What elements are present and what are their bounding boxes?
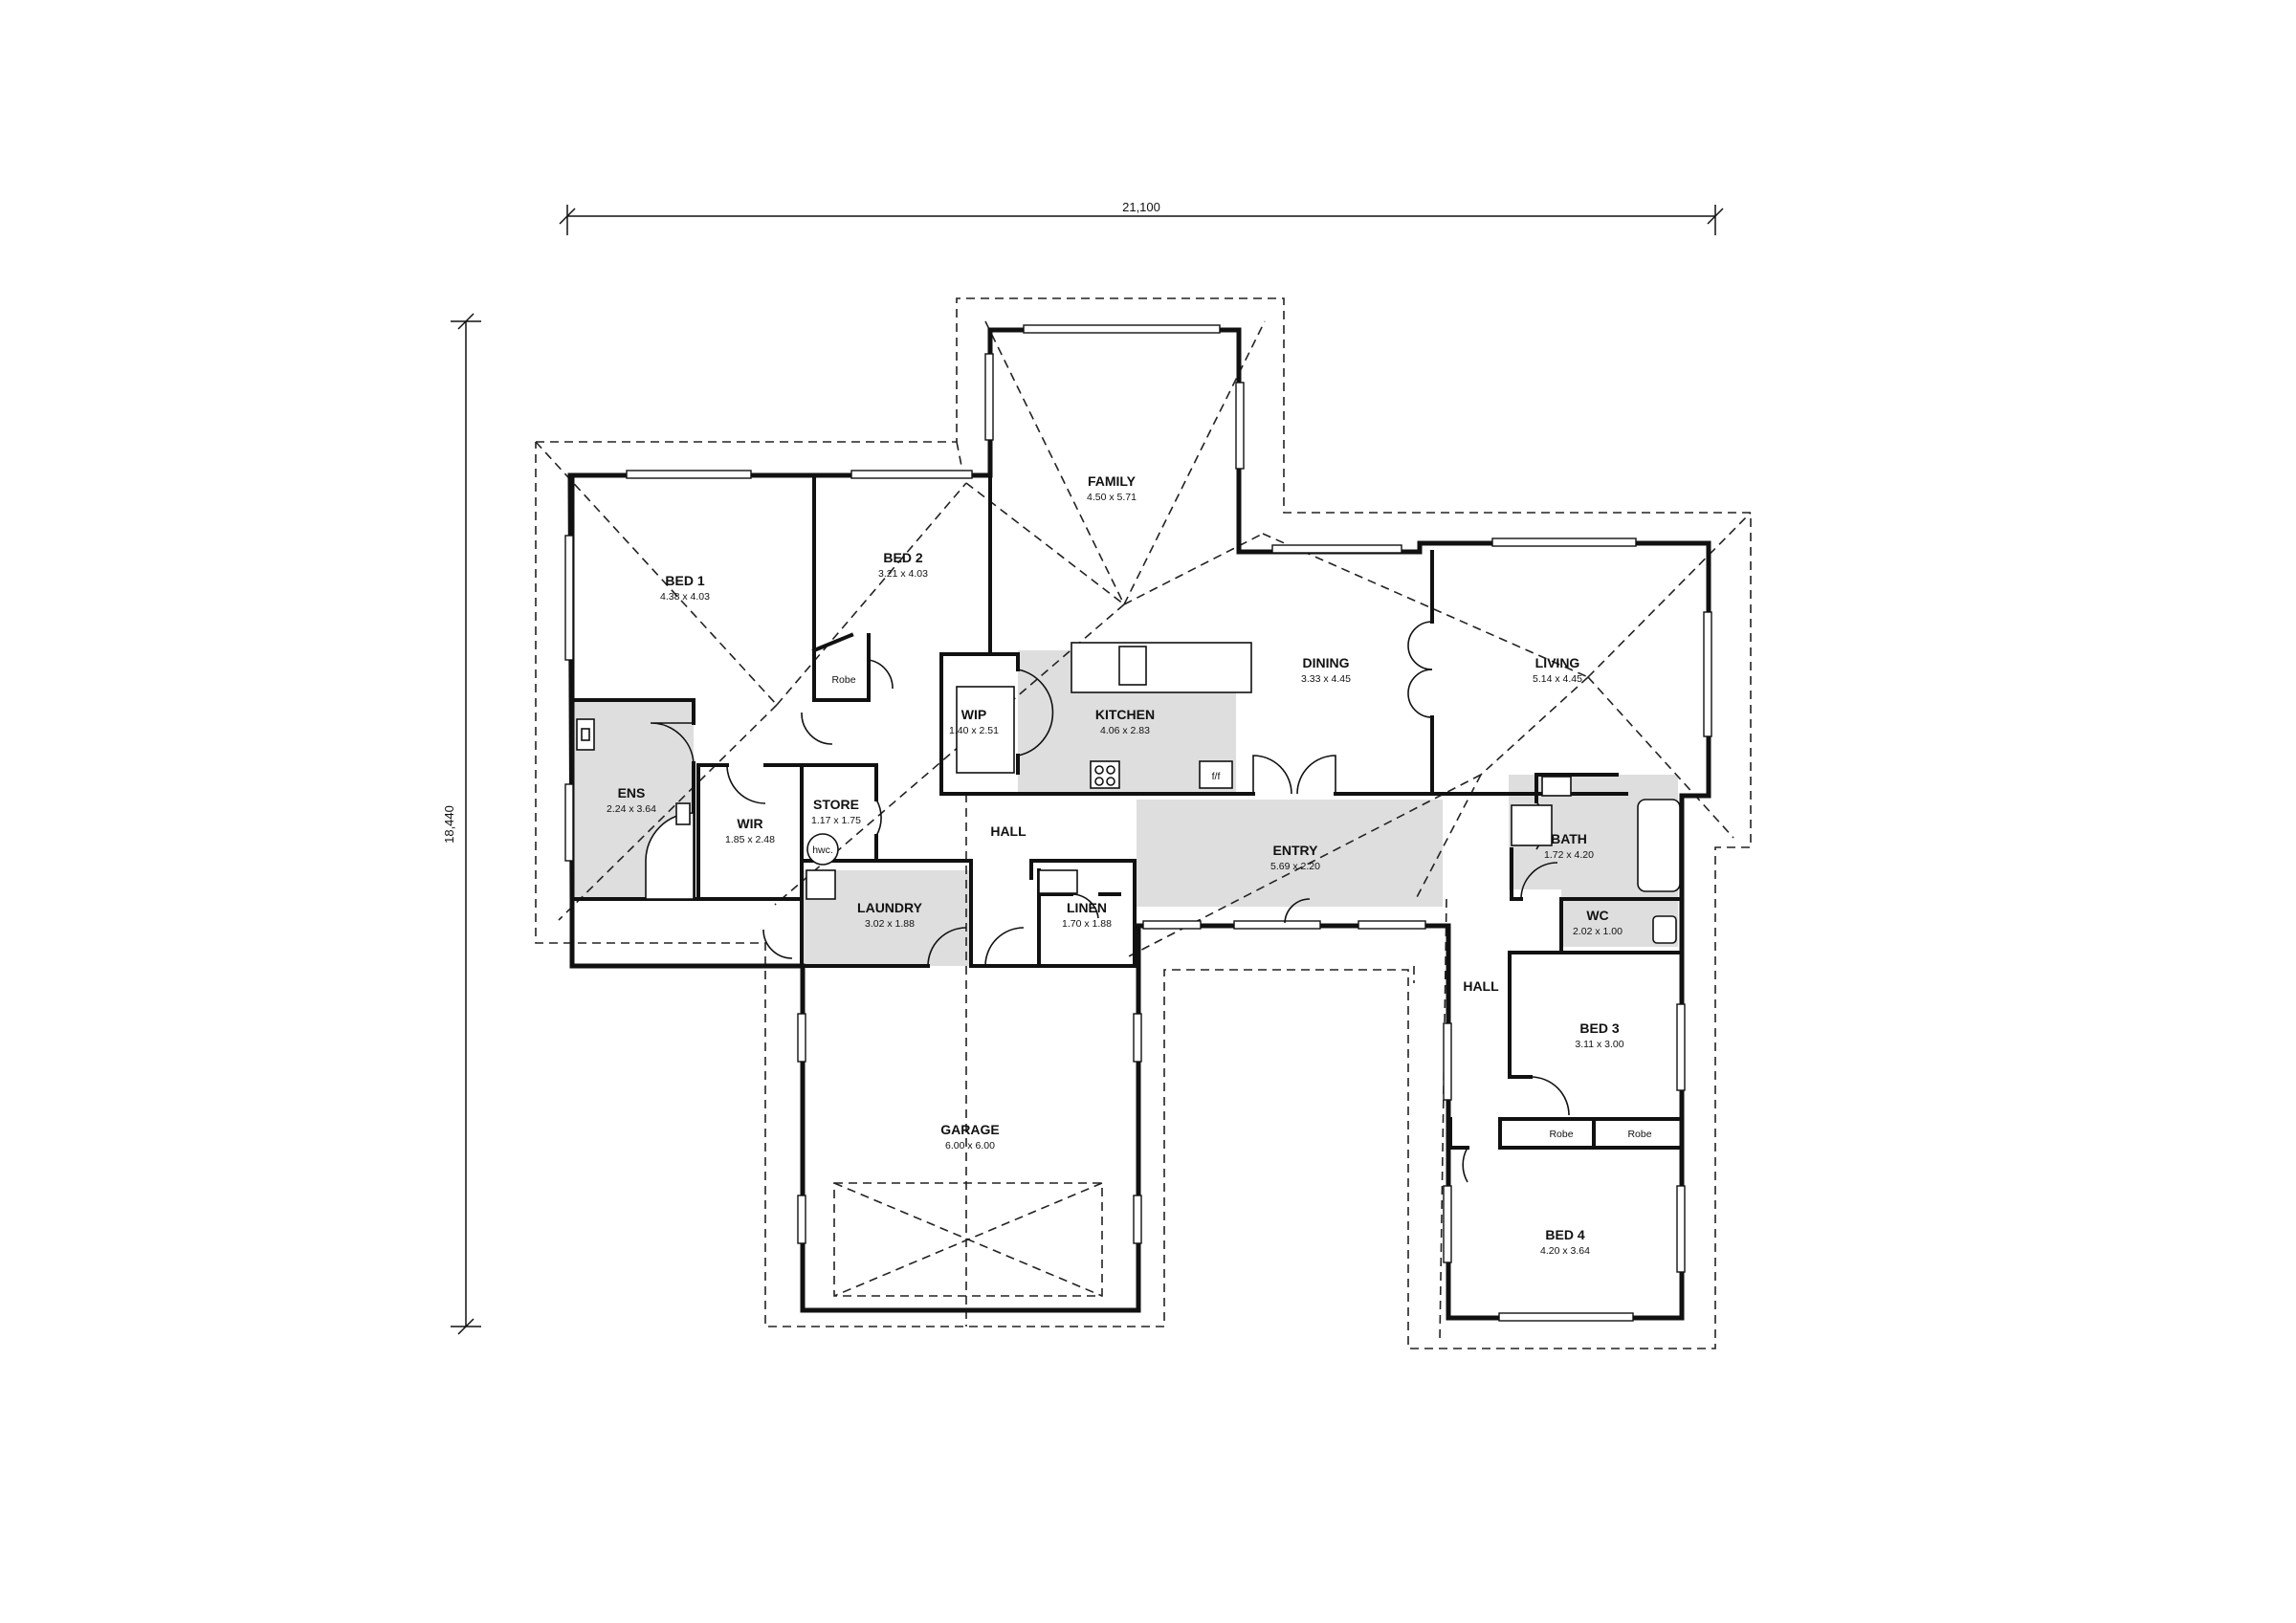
room-bed4: BED 4 4.20 x 3.64 [1540,1227,1590,1257]
svg-text:1.17 x 1.75: 1.17 x 1.75 [811,815,861,826]
pantry-shelves [956,686,1015,774]
room-linen: LINEN 1.70 x 1.88 [1062,900,1112,930]
robe-label-bed2: Robe [831,674,855,686]
overall-depth-dimension: 18,440 [442,313,481,1335]
svg-text:3.11 x 3.00: 3.11 x 3.00 [1575,1039,1623,1050]
robes: Robe Robe Robe [827,669,1663,1143]
fixtures: hwc. f/f [576,646,1681,1297]
svg-text:f/f: f/f [1212,771,1221,782]
svg-text:BATH: BATH [1551,831,1587,846]
svg-text:WC: WC [1586,908,1608,923]
overall-depth-label: 18,440 [442,805,456,844]
svg-text:4.50 x 5.71: 4.50 x 5.71 [1087,492,1137,503]
svg-text:DINING: DINING [1303,655,1350,670]
room-bed3: BED 3 3.11 x 3.00 [1575,1020,1623,1050]
svg-text:LAUNDRY: LAUNDRY [857,900,923,915]
cooktop [1090,760,1120,789]
svg-text:BED 2: BED 2 [883,550,922,565]
svg-text:4.20 x 3.64: 4.20 x 3.64 [1540,1245,1590,1257]
svg-text:5.14 x 4.45: 5.14 x 4.45 [1533,673,1582,685]
svg-text:1.85 x 2.48: 1.85 x 2.48 [725,834,775,845]
room-bath: BATH 1.72 x 4.20 [1544,831,1594,861]
robe-label-bed4: Robe [1549,1129,1573,1140]
svg-text:BED 1: BED 1 [665,573,704,588]
svg-text:2.24 x 3.64: 2.24 x 3.64 [607,803,656,815]
svg-text:3.21 x 4.03: 3.21 x 4.03 [878,568,928,580]
svg-text:WIP: WIP [961,707,986,722]
svg-text:BED 4: BED 4 [1545,1227,1584,1242]
interior-walls [570,473,1684,1312]
room-wc: WC 2.02 x 1.00 [1573,908,1623,937]
svg-text:KITCHEN: KITCHEN [1095,707,1155,722]
svg-text:LINEN: LINEN [1067,900,1107,915]
svg-text:ENS: ENS [618,785,646,801]
room-hall-west: HALL [990,823,1027,839]
windows [564,324,1712,1322]
ensuite-shower [645,812,695,900]
wc-toilet [1652,915,1677,944]
room-wip: WIP 1.40 x 2.51 [949,707,999,736]
svg-text:BED 3: BED 3 [1579,1020,1619,1036]
room-bed1: BED 1 4.38 x 4.03 [660,573,710,603]
svg-text:FAMILY: FAMILY [1088,473,1137,489]
doors [650,621,1570,1183]
svg-text:1.72 x 4.20: 1.72 x 4.20 [1544,849,1594,861]
overall-width-dimension: 21,100 [559,200,1724,235]
room-garage: GARAGE 6.00 x 6.00 [940,1122,999,1151]
svg-text:1.70 x 1.88: 1.70 x 1.88 [1062,918,1112,930]
svg-text:hwc.: hwc. [812,844,833,856]
room-labels: BED 1 4.38 x 4.03 BED 2 3.21 x 4.03 FAMI… [607,473,1624,1257]
svg-text:WIR: WIR [737,816,762,831]
hwc-symbol [806,833,839,866]
svg-text:1.40 x 2.51: 1.40 x 2.51 [949,725,999,736]
svg-text:HALL: HALL [990,823,1027,839]
ensuite-toilet [675,802,691,825]
svg-text:4.06 x 2.83: 4.06 x 2.83 [1100,725,1150,736]
room-bed2: BED 2 3.21 x 4.03 [878,550,928,580]
svg-text:3.02 x 1.88: 3.02 x 1.88 [865,918,915,930]
room-family: FAMILY 4.50 x 5.71 [1087,473,1137,503]
laundry-tub [806,869,836,900]
bath-vanity [1541,776,1572,797]
room-entry: ENTRY 5.69 x 2.20 [1270,843,1320,872]
robe-label-bed3: Robe [1627,1129,1651,1140]
svg-text:4.38 x 4.03: 4.38 x 4.03 [660,591,710,603]
svg-text:2.02 x 1.00: 2.02 x 1.00 [1573,926,1623,937]
room-store: STORE 1.17 x 1.75 [811,797,861,826]
room-hall-east: HALL [1463,978,1499,994]
roof-eave-outline [535,297,1752,1349]
room-wir: WIR 1.85 x 2.48 [725,816,775,845]
bathtub [1637,799,1681,892]
svg-text:GARAGE: GARAGE [940,1122,999,1137]
svg-text:6.00 x 6.00: 6.00 x 6.00 [945,1140,995,1151]
fridge-space [1199,760,1233,789]
room-laundry: LAUNDRY 3.02 x 1.88 [857,900,923,930]
svg-text:5.69 x 2.20: 5.69 x 2.20 [1270,861,1320,872]
linen-shelves [1038,869,1078,894]
svg-text:3.33 x 4.45: 3.33 x 4.45 [1301,673,1351,685]
room-ens: ENS 2.24 x 3.64 [607,785,656,815]
room-kitchen: KITCHEN 4.06 x 2.83 [1095,707,1155,736]
kitchen-sink [1118,646,1147,686]
svg-text:HALL: HALL [1463,978,1499,994]
room-dining: DINING 3.33 x 4.45 [1301,655,1351,685]
room-living: LIVING 5.14 x 4.45 [1533,655,1582,685]
svg-text:ENTRY: ENTRY [1273,843,1319,858]
garage-car-outline [833,1182,1103,1297]
bath-shower [1511,804,1553,846]
svg-text:LIVING: LIVING [1535,655,1580,670]
svg-text:STORE: STORE [813,797,859,812]
overall-width-label: 21,100 [1122,200,1160,214]
